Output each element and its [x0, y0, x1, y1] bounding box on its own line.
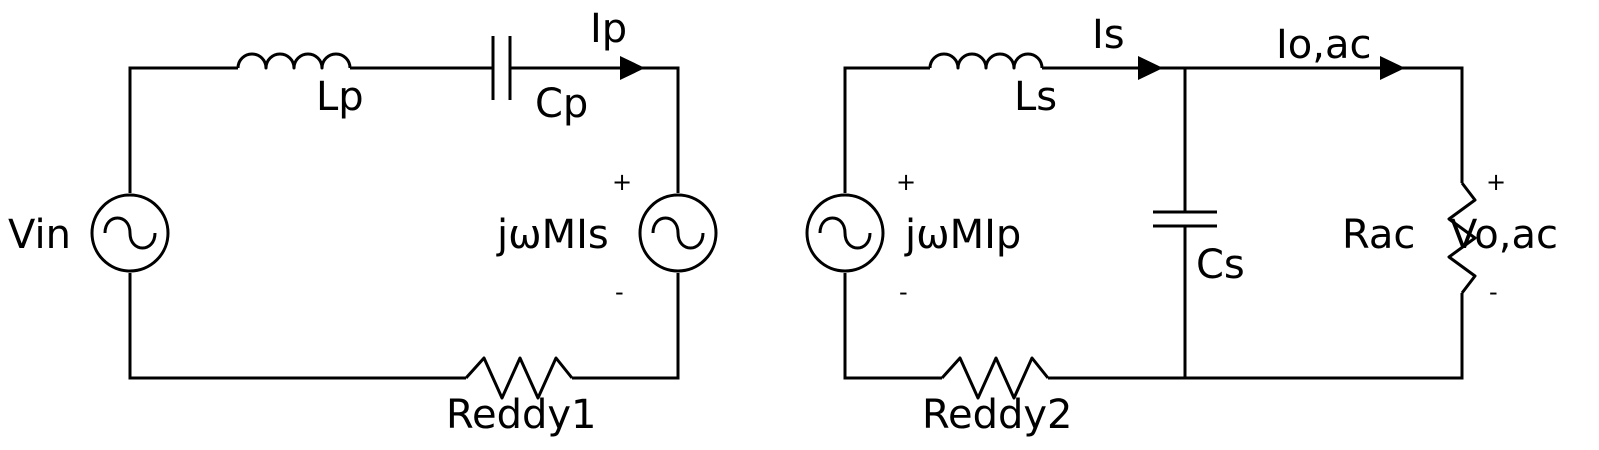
reddy1-label: Reddy1	[446, 392, 597, 438]
ioac-arrow-icon	[1380, 56, 1405, 80]
ip-label: Ip	[590, 6, 627, 52]
jwmip-plus-sign: +	[896, 168, 916, 196]
primary-wire-bottom-left	[128, 273, 466, 380]
secondary-wire-right-bottom	[1048, 293, 1464, 380]
ls-label: Ls	[1014, 74, 1057, 120]
rac-resistor-icon	[1447, 182, 1477, 294]
reddy2-label: Reddy2	[922, 392, 1073, 438]
lp-label: Lp	[316, 74, 364, 120]
cs-capacitor-icon	[1153, 210, 1217, 228]
jwmip-label: jωMIp	[904, 212, 1021, 258]
lp-inductor-icon	[236, 52, 352, 70]
primary-wire-top-right	[510, 66, 680, 193]
ip-arrow-icon	[620, 56, 645, 80]
jwmis-label: jωMIs	[496, 212, 609, 258]
jwmip-minus-sign: -	[899, 278, 908, 306]
voac-label: Vo,ac	[1450, 212, 1558, 258]
primary-wire-left	[128, 66, 238, 193]
jwmip-source-icon	[805, 193, 885, 273]
voac-plus-sign: +	[1486, 168, 1506, 196]
primary-circuit: Vin Lp Cp Ip jωMIs + - Reddy1	[8, 6, 718, 438]
cs-label: Cs	[1196, 242, 1245, 288]
vin-source-icon	[90, 193, 170, 273]
secondary-circuit: + - jωMIp Ls Is Cs Reddy2 Io,ac Rac Vo,a…	[805, 12, 1558, 438]
ioac-label: Io,ac	[1276, 22, 1372, 68]
cp-label: Cp	[535, 81, 588, 127]
ls-inductor-icon	[928, 52, 1044, 70]
secondary-wire-bottom-left	[843, 273, 942, 380]
is-label: Is	[1092, 12, 1125, 58]
jwmis-plus-sign: +	[612, 168, 632, 196]
secondary-wire-left	[843, 66, 930, 193]
rac-label: Rac	[1342, 212, 1415, 258]
primary-wire-right-bottom	[572, 273, 680, 380]
jwmis-minus-sign: -	[615, 278, 624, 306]
secondary-wire-top	[1042, 66, 1464, 183]
is-arrow-icon	[1138, 56, 1163, 80]
reddy1-resistor-icon	[464, 356, 574, 400]
vin-label: Vin	[8, 212, 71, 258]
reddy2-resistor-icon	[940, 356, 1050, 400]
jwmis-source-icon	[638, 193, 718, 273]
cp-capacitor-icon	[491, 36, 512, 100]
voac-minus-sign: -	[1489, 278, 1498, 306]
